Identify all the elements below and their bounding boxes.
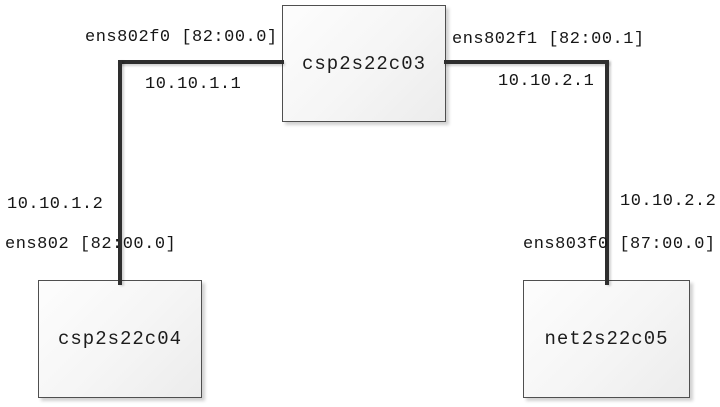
node-csp2s22c04: csp2s22c04 xyxy=(38,280,202,398)
right-link-top-interface-label: ens802f1 [82:00.1] xyxy=(452,30,645,49)
right-link-vertical-segment xyxy=(605,60,609,285)
left-link-horizontal-segment xyxy=(118,60,284,64)
left-link-top-interface-label: ens802f0 [82:00.0] xyxy=(85,28,278,47)
right-link-horizontal-segment xyxy=(444,60,609,64)
node-net2s22c05-label: net2s22c05 xyxy=(544,328,669,350)
right-link-bottom-ip-label: 10.10.2.2 xyxy=(620,192,717,211)
right-link-bottom-interface-label: ens803f0 [87:00.0] xyxy=(523,235,716,254)
node-csp2s22c03: csp2s22c03 xyxy=(282,5,446,122)
node-csp2s22c03-label: csp2s22c03 xyxy=(301,52,427,75)
left-link-top-ip-label: 10.10.1.1 xyxy=(145,75,242,94)
left-link-bottom-interface-label: ens802 [82:00.0] xyxy=(5,235,177,254)
left-link-vertical-segment xyxy=(118,60,122,285)
node-csp2s22c04-label: csp2s22c04 xyxy=(57,328,183,350)
left-link-bottom-ip-label: 10.10.1.2 xyxy=(7,195,104,214)
right-link-top-ip-label: 10.10.2.1 xyxy=(498,72,595,91)
node-net2s22c05: net2s22c05 xyxy=(523,280,690,398)
